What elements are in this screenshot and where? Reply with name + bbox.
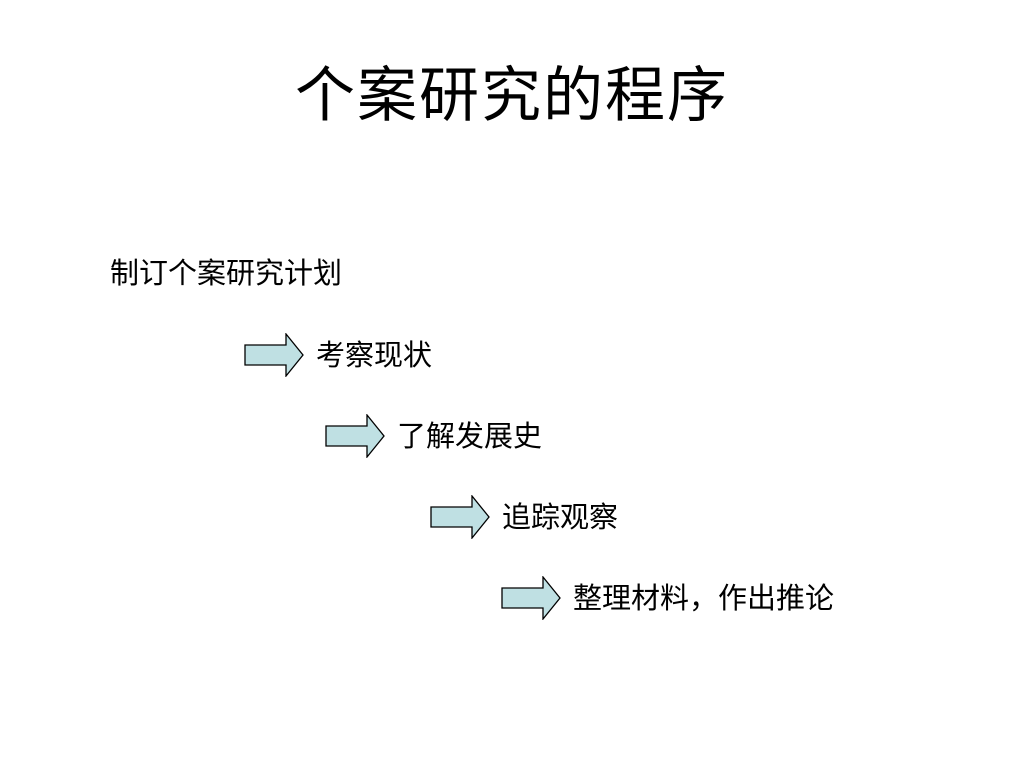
step-label: 考察现状 [316,338,433,372]
step-item: 整理材料，作出推论 [501,576,834,620]
right-arrow-icon [430,495,490,539]
right-arrow-icon [325,414,385,458]
step-label: 了解发展史 [397,419,543,453]
right-arrow-icon [501,576,561,620]
slide-title: 个案研究的程序 [295,61,729,131]
step-item: 追踪观察 [430,495,618,539]
intro-text: 制订个案研究计划 [110,256,343,290]
step-item: 考察现状 [244,333,432,377]
step-label: 整理材料，作出推论 [573,581,835,615]
step-label: 追踪观察 [502,500,619,534]
step-item: 了解发展史 [325,414,542,458]
right-arrow-icon [244,333,304,377]
